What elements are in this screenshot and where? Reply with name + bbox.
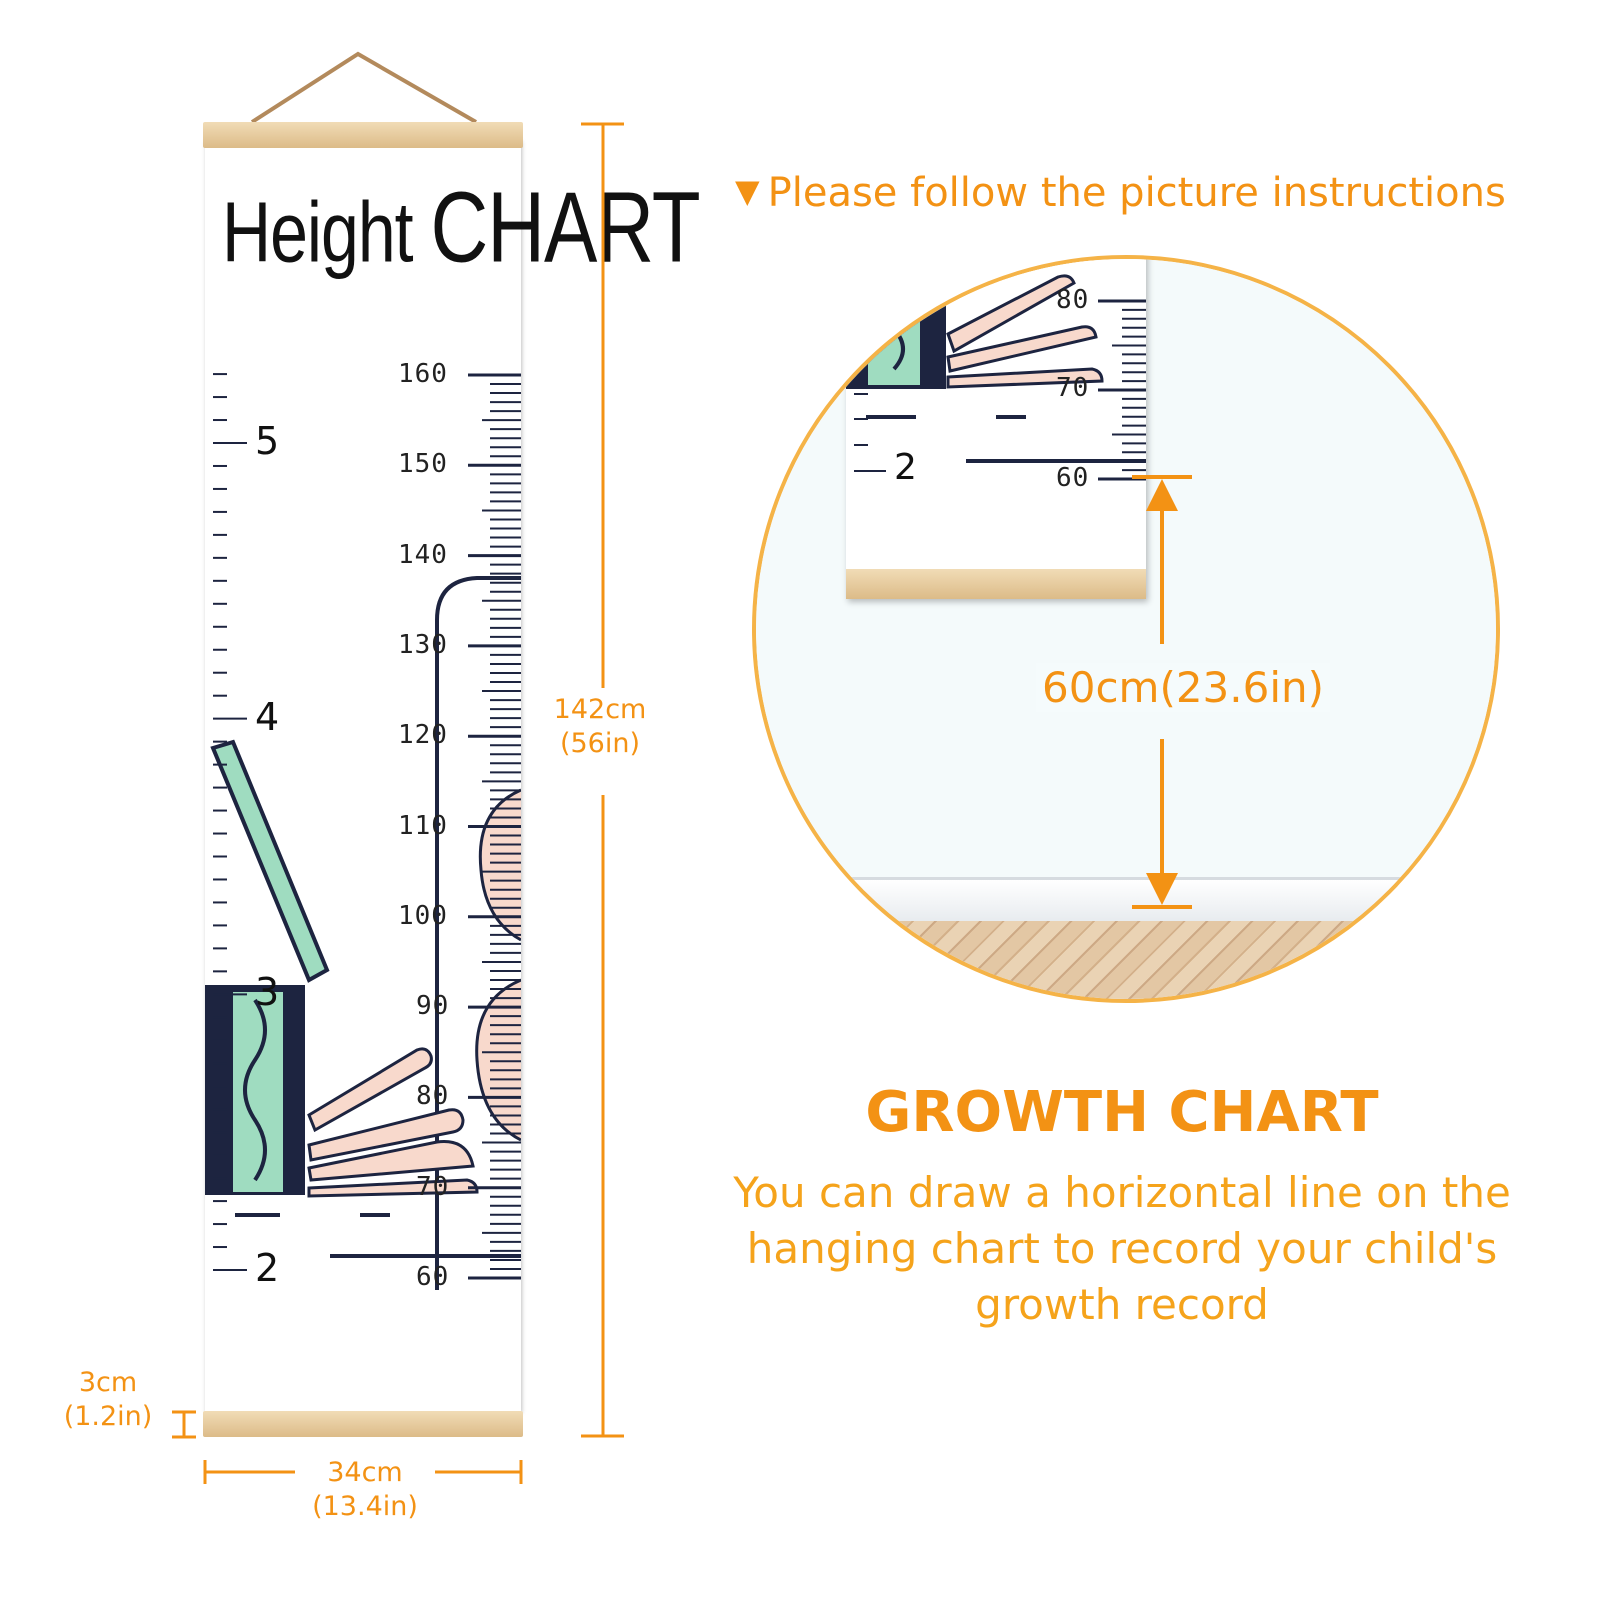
growth-heading: GROWTH CHART bbox=[865, 1080, 1379, 1145]
centimeter-ticks bbox=[468, 373, 521, 1280]
detail-ft-2: 2 bbox=[894, 447, 917, 488]
bar-cm: 3cm bbox=[78, 1367, 138, 1398]
baseboard bbox=[756, 877, 1496, 924]
width-cm: 34cm bbox=[327, 1457, 403, 1488]
wood-floor bbox=[756, 921, 1496, 999]
bar-in: (1.2in) bbox=[63, 1401, 153, 1432]
feet-ticks bbox=[213, 373, 247, 1271]
cm-label: 110 bbox=[398, 810, 448, 841]
cm-label: 120 bbox=[398, 720, 448, 751]
ft-label: 2 bbox=[255, 1246, 280, 1290]
height-dimension: 142cm (56in) bbox=[540, 693, 660, 761]
cm-label: 90 bbox=[416, 991, 450, 1022]
cm-label: 100 bbox=[398, 900, 448, 931]
height-in: (56in) bbox=[559, 728, 641, 759]
chart-title-big: CHART bbox=[430, 171, 700, 283]
cm-label: 70 bbox=[416, 1171, 450, 1202]
cm-label: 80 bbox=[416, 1081, 450, 1112]
top-wood-bar bbox=[203, 122, 523, 148]
instructions-line: ▼Please follow the picture instructions bbox=[735, 170, 1506, 216]
bottom-wood-bar bbox=[203, 1411, 523, 1437]
cm-label: 130 bbox=[398, 629, 448, 660]
instructions-text: Please follow the picture instructions bbox=[767, 170, 1506, 216]
detail-cm-70: 70 bbox=[1056, 373, 1090, 403]
mount-height-label: 60cm(23.6in) bbox=[1036, 663, 1331, 712]
cm-label: 60 bbox=[416, 1262, 450, 1292]
mount-height-arrow bbox=[1132, 475, 1192, 909]
chart-title-small: Height bbox=[222, 185, 414, 280]
cm-label: 140 bbox=[398, 539, 448, 570]
chart-canvas bbox=[205, 140, 521, 1412]
ft-label: 5 bbox=[255, 419, 280, 463]
hanging-rope bbox=[250, 51, 477, 124]
growth-description: You can draw a horizontal line on the ha… bbox=[733, 1168, 1511, 1329]
width-in: (13.4in) bbox=[312, 1491, 418, 1522]
detail-illustration bbox=[846, 259, 1146, 481]
width-dimension: 34cm (13.4in) bbox=[290, 1456, 440, 1524]
detail-chart: 80 70 60 2 bbox=[846, 259, 1146, 599]
height-cm: 142cm bbox=[553, 694, 647, 725]
detail-cm-60: 60 bbox=[1056, 463, 1090, 493]
detail-cm-80: 80 bbox=[1056, 285, 1090, 315]
detail-circle: 80 70 60 2 60cm(23.6in) bbox=[752, 255, 1500, 1003]
ft-label: 3 bbox=[255, 970, 280, 1015]
triangle-down-icon: ▼ bbox=[735, 172, 760, 210]
cm-label: 160 bbox=[398, 359, 448, 389]
cm-label: 150 bbox=[398, 449, 448, 480]
chart-title: Height CHART bbox=[222, 170, 701, 285]
detail-wood-bar bbox=[846, 569, 1146, 599]
ft-label: 4 bbox=[255, 694, 280, 739]
bar-dimension: 3cm (1.2in) bbox=[48, 1366, 168, 1434]
